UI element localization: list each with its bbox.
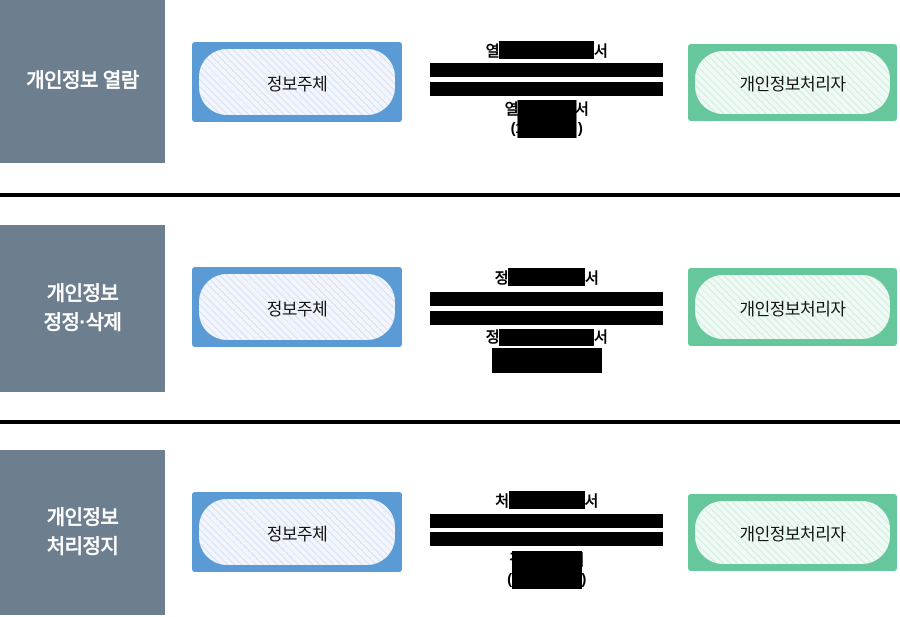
redacted-arrow-top bbox=[430, 63, 663, 77]
redacted-arrow-bottom bbox=[430, 532, 663, 546]
category-text-line1: 개인정보 bbox=[46, 506, 119, 529]
divider bbox=[0, 193, 900, 197]
response-line1-start: 열 bbox=[504, 101, 519, 118]
subject-label: 정보주체 bbox=[266, 524, 328, 544]
processor-box: 개인정보처리자 bbox=[688, 268, 897, 346]
request-label-start: 정 bbox=[494, 269, 509, 287]
redacted-arrow-bottom bbox=[430, 311, 663, 325]
request-label-end: 서 bbox=[585, 269, 599, 287]
category-text-line2: 처리정지 bbox=[46, 535, 119, 558]
subject-label: 정보주체 bbox=[266, 74, 328, 94]
processor-label: 개인정보처리자 bbox=[739, 525, 846, 544]
subject-box-inner: 정보주체 bbox=[199, 499, 395, 565]
redaction-box bbox=[499, 329, 594, 346]
request-label-end: 서 bbox=[594, 42, 608, 60]
response-label-line1: 정 서 bbox=[430, 328, 663, 347]
category-text-line2: 정정·삭제 bbox=[43, 311, 122, 334]
request-doc-label: 정 서 bbox=[430, 268, 663, 287]
response-line1-start: 정 bbox=[485, 329, 500, 346]
redaction-box bbox=[508, 268, 585, 286]
processor-box-inner: 개인정보처리자 bbox=[695, 501, 890, 564]
response-doc-label: 정 서 bbox=[430, 328, 663, 373]
response-doc-label: 열 서 (1 ) bbox=[430, 100, 663, 138]
category-label: 개인정보 처리정지 bbox=[0, 450, 165, 615]
request-doc-label: 열 서 bbox=[430, 41, 663, 60]
response-line1-end: 서 bbox=[575, 101, 589, 118]
redaction-box bbox=[517, 100, 576, 138]
category-text-line1: 개인정보 bbox=[46, 282, 119, 305]
subject-box: 정보주체 bbox=[192, 492, 402, 572]
subject-box-inner: 정보주체 bbox=[199, 274, 395, 340]
response-label-line1: 열 서 bbox=[430, 100, 663, 119]
processor-box: 개인정보처리자 bbox=[688, 494, 897, 571]
processor-label: 개인정보처리자 bbox=[739, 299, 846, 319]
request-label-start: 열 bbox=[485, 42, 500, 60]
redacted-arrow-bottom bbox=[430, 82, 663, 96]
redaction-box bbox=[508, 491, 585, 509]
processor-box-inner: 개인정보처리자 bbox=[695, 275, 890, 339]
request-label-start: 처 bbox=[495, 492, 509, 510]
processor-box-inner: 개인정보처리자 bbox=[695, 51, 890, 114]
request-label-end: 서 bbox=[584, 492, 599, 510]
subject-box-inner: 정보주체 bbox=[199, 49, 395, 115]
divider bbox=[0, 420, 900, 424]
category-label: 개인정보 정정·삭제 bbox=[0, 225, 165, 392]
subject-label: 정보주체 bbox=[266, 299, 328, 319]
request-doc-label: 처 서 bbox=[430, 491, 663, 510]
redaction-box bbox=[491, 348, 602, 373]
redacted-arrow-top bbox=[430, 514, 663, 528]
subject-box: 정보주체 bbox=[192, 267, 402, 347]
response-line2-end: ) bbox=[577, 120, 583, 137]
response-line2-end: ) bbox=[581, 571, 586, 588]
processor-label: 개인정보처리자 bbox=[739, 75, 846, 94]
response-line1-end: 서 bbox=[594, 329, 608, 346]
processor-box: 개인정보처리자 bbox=[688, 44, 897, 121]
category-text-line1: 개인정보 열람 bbox=[26, 70, 139, 92]
response-doc-label: 결 서 (1 ) bbox=[430, 551, 663, 589]
redaction-box bbox=[511, 551, 582, 589]
subject-box: 정보주체 bbox=[192, 42, 402, 122]
category-label: 개인정보 열람 bbox=[0, 0, 165, 163]
redacted-arrow-top bbox=[430, 292, 663, 306]
redaction-box bbox=[499, 41, 594, 59]
